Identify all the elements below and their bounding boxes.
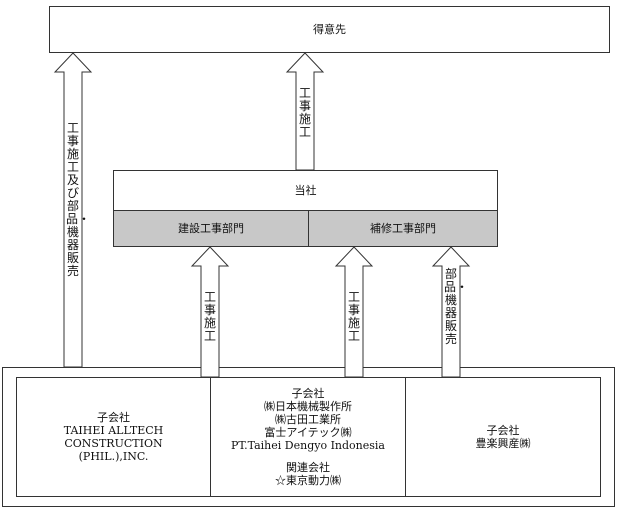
subsidiary-right-line1: 豊楽興産㈱ — [475, 437, 531, 450]
arrow-repair-construction-label: 工事施工 — [347, 290, 360, 343]
dept-construction-box: 建設工事部門 — [113, 210, 309, 247]
subsidiary-right-box: 子会社 豊楽興産㈱ — [405, 377, 601, 497]
subsidiary-middle-line3: 富士アイテック㈱ — [264, 426, 352, 439]
subsidiary-middle-line1: ㈱日本機械製作所 — [264, 400, 352, 413]
subsidiary-left-heading: 子会社 — [97, 411, 130, 424]
arrow-repair-parts-label: 部品・機器販売 — [444, 267, 469, 346]
arrow-construction-up — [190, 246, 230, 378]
dept-repair-box: 補修工事部門 — [308, 210, 498, 247]
arrow-construction-label: 工事施工 — [203, 290, 216, 343]
subsidiary-left-line1: TAIHEI ALLTECH CONSTRUCTION — [63, 424, 164, 450]
arrow-repair-parts-up — [431, 246, 471, 378]
dept-repair-label: 補修工事部門 — [370, 222, 436, 235]
subsidiary-middle-line2: ㈱古田工業所 — [275, 413, 341, 426]
customer-label: 得意先 — [313, 23, 346, 36]
affiliate-line1: ☆東京動力㈱ — [275, 474, 341, 487]
subsidiary-middle-box: 子会社 ㈱日本機械製作所 ㈱古田工業所 富士アイテック㈱ PT.Taihei D… — [210, 377, 406, 497]
dept-construction-label: 建設工事部門 — [178, 222, 244, 235]
arrow-top-label: 工事施工 — [298, 86, 311, 139]
subsidiary-left-box: 子会社 TAIHEI ALLTECH CONSTRUCTION (PHIL.),… — [16, 377, 211, 497]
subsidiary-left-line2: (PHIL.),INC. — [78, 450, 149, 463]
subsidiary-right-heading: 子会社 — [486, 424, 520, 437]
customer-box: 得意先 — [49, 6, 610, 53]
arrow-top-up — [285, 52, 325, 171]
arrow-left-up — [53, 52, 93, 368]
affiliate-heading: 関連会社 — [286, 461, 330, 474]
subsidiary-middle-heading: 子会社 — [291, 387, 325, 400]
arrow-repair-construction-up — [334, 246, 374, 378]
company-label: 当社 — [294, 184, 317, 197]
subsidiary-middle-line4: PT.Taihei Dengyo Indonesia — [231, 439, 385, 452]
arrow-left-label: 工事施工及び部品・機器販売 — [66, 121, 91, 278]
